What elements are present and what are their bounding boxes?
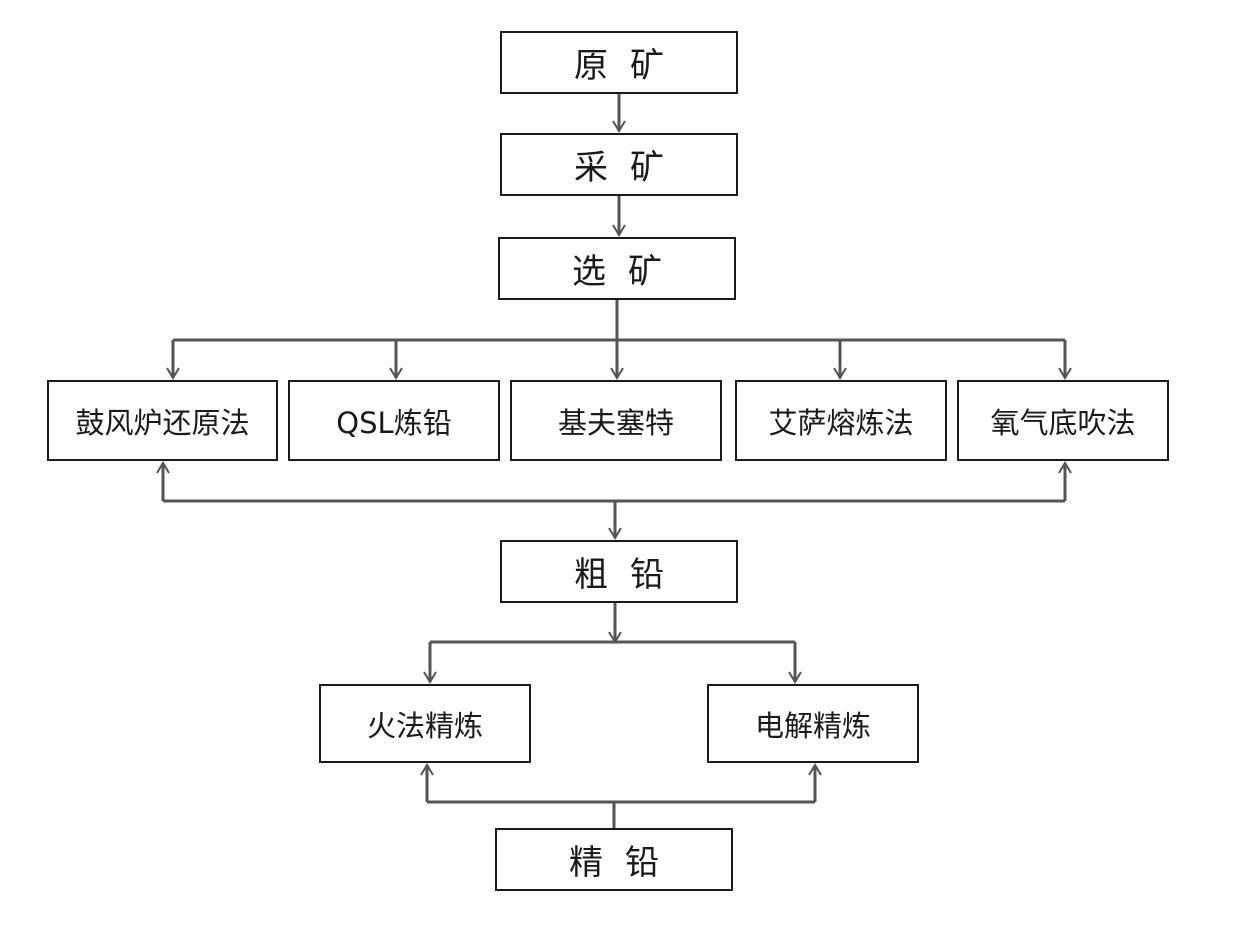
refined-lead-label: 精铅 bbox=[569, 843, 681, 883]
crude-lead-label: 粗铅 bbox=[574, 555, 686, 595]
refining-label: 火法精炼 bbox=[366, 708, 483, 743]
beneficiation-box: 选矿 bbox=[498, 237, 736, 300]
mining-box: 采矿 bbox=[500, 133, 738, 196]
method-label: 鼓风炉还原法 bbox=[75, 405, 250, 440]
beneficiation-label: 选矿 bbox=[572, 252, 684, 292]
fire-refining-box: 火法精炼 bbox=[319, 684, 531, 763]
crude-lead-box: 粗铅 bbox=[500, 540, 738, 603]
refining-label: 电解精炼 bbox=[754, 708, 871, 743]
method-label: 氧气底吹法 bbox=[990, 405, 1136, 440]
raw-ore-box: 原矿 bbox=[500, 31, 738, 94]
method-label: 艾萨熔炼法 bbox=[768, 405, 914, 440]
method-box-blast-furnace: 鼓风炉还原法 bbox=[47, 380, 278, 461]
method-label: 基夫塞特 bbox=[557, 405, 674, 440]
method-box-kivcet: 基夫塞特 bbox=[510, 380, 722, 461]
method-box-oxygen-bottom-blowing: 氧气底吹法 bbox=[957, 380, 1169, 461]
raw-ore-label: 原矿 bbox=[574, 46, 686, 86]
electrolytic-refining-box: 电解精炼 bbox=[707, 684, 919, 763]
mining-label: 采矿 bbox=[574, 148, 686, 188]
refined-lead-box: 精铅 bbox=[495, 828, 733, 891]
method-label: QSL炼铅 bbox=[336, 405, 452, 440]
method-box-qsl: QSL炼铅 bbox=[288, 380, 500, 461]
method-box-isasmelt: 艾萨熔炼法 bbox=[735, 380, 947, 461]
